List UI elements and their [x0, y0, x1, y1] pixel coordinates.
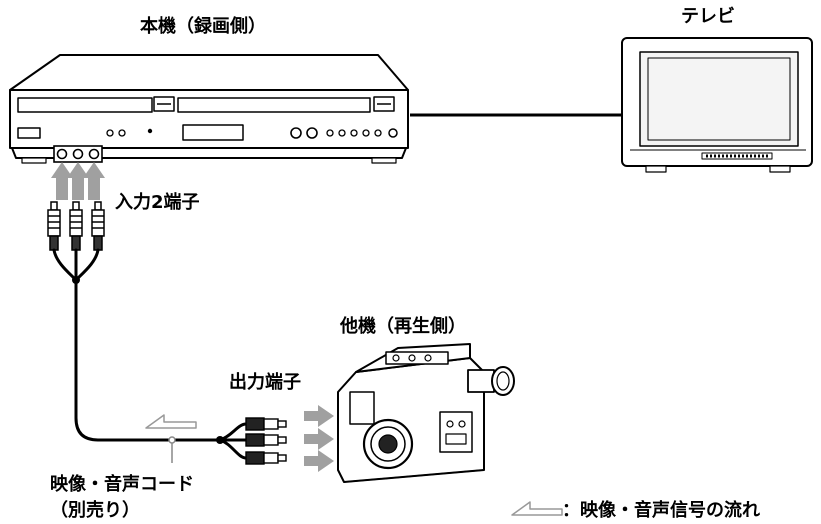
recorder-side-plugs: [47, 201, 105, 251]
signal-arrows-to-recorder: [51, 162, 105, 200]
player-side-plugs: [245, 417, 287, 465]
cable-flow-arrow-icon: [145, 414, 197, 429]
cable-sold-separately-label: （別売り）: [50, 500, 140, 521]
tv-label: テレビ: [681, 6, 735, 27]
recorder-label: 本機（録画側）: [140, 16, 266, 37]
recorder-icon: [9, 54, 409, 164]
legend-flow-arrow-icon: [511, 501, 563, 516]
signal-arrows-from-player: [304, 405, 334, 472]
input-terminal-label: 入力2端子: [115, 192, 200, 213]
input-jacks: [53, 145, 103, 163]
television-icon: [621, 37, 813, 173]
cable-label: 映像・音声コード: [50, 474, 194, 495]
output-terminal-label: 出力端子: [229, 372, 301, 393]
cable-junction-top: [72, 276, 80, 284]
cable-junction-bottom: [216, 436, 224, 444]
camcorder-icon: [337, 343, 515, 483]
legend-label: ：映像・音声信号の流れ: [562, 500, 760, 521]
player-label: 他機（再生側）: [340, 316, 466, 337]
